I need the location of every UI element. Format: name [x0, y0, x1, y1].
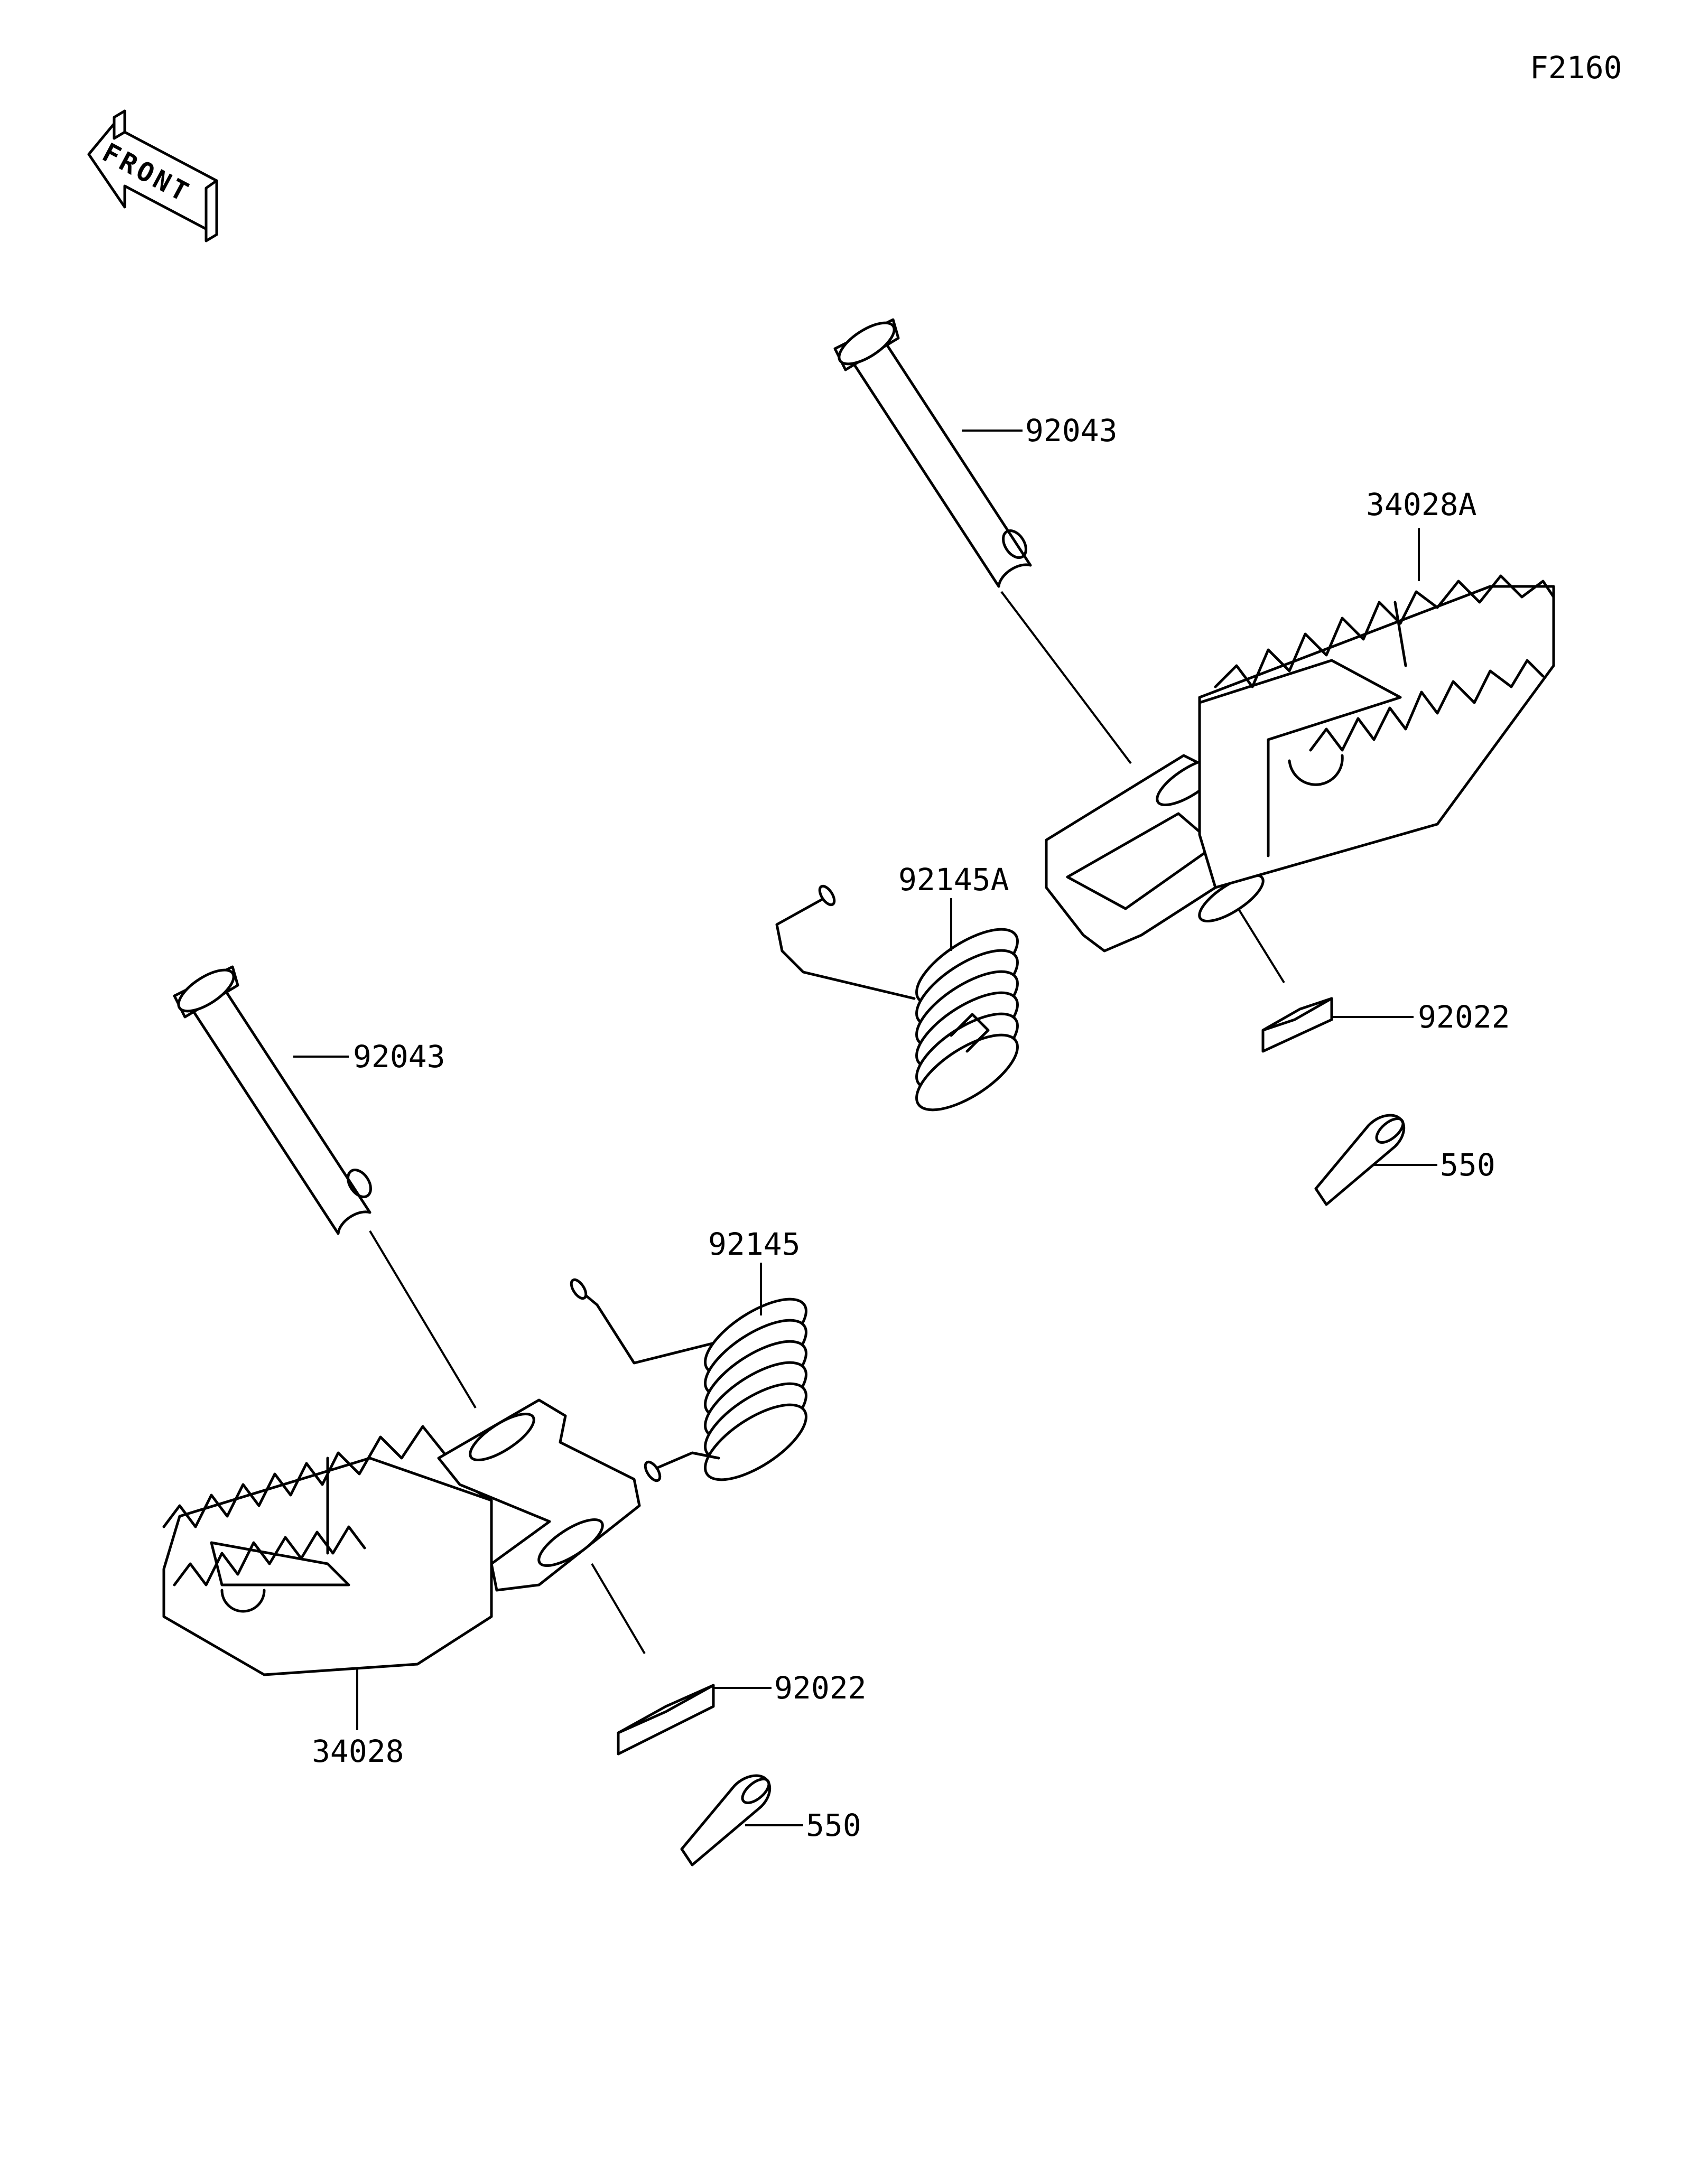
- washer-92022-left: [617, 1684, 715, 1756]
- callout-r-step: 34028A: [1366, 487, 1477, 581]
- callout-r-cotter: 550: [1374, 1147, 1495, 1183]
- label-l-spring: 92145: [708, 1226, 801, 1262]
- label-r-step: 34028A: [1366, 487, 1477, 522]
- spring-92145A: [775, 884, 1019, 1112]
- label-l-washer: 92022: [774, 1670, 867, 1706]
- axis-line-left-lower: [591, 1563, 646, 1655]
- callout-r-pin: 92043: [962, 413, 1118, 449]
- callout-l-cotter: 550: [745, 1807, 861, 1843]
- spring-92145: [570, 1278, 807, 1482]
- pin-axis-line-right: [1000, 591, 1132, 764]
- callout-r-washer: 92022: [1332, 999, 1510, 1035]
- washer-92022-right: [1261, 997, 1333, 1053]
- label-r-pin: 92043: [1025, 413, 1118, 449]
- callout-r-spring: 92145A: [898, 862, 1009, 951]
- callout-l-step: 34028: [312, 1669, 404, 1769]
- cotter-pin-550-right: [1314, 1114, 1406, 1206]
- pin-92043-left: [173, 965, 372, 1235]
- front-arrow-icon: FRONT: [87, 109, 218, 242]
- label-r-spring: 92145A: [898, 862, 1009, 898]
- callout-l-spring: 92145: [708, 1226, 801, 1315]
- pin-axis-line-left: [369, 1230, 477, 1409]
- footpeg-34028A: [1045, 574, 1555, 953]
- pin-92043-right: [833, 318, 1032, 588]
- cotter-pin-550-left: [680, 1774, 772, 1866]
- label-l-pin: 92043: [353, 1039, 445, 1075]
- figure-code: F2160: [1530, 50, 1622, 86]
- label-r-cotter: 550: [1440, 1147, 1495, 1183]
- footpeg-34028: [162, 1398, 641, 1676]
- callout-l-pin: 92043: [293, 1039, 445, 1075]
- label-l-cotter: 550: [806, 1807, 861, 1843]
- callout-l-washer: 92022: [713, 1670, 867, 1706]
- label-l-step: 34028: [312, 1733, 404, 1769]
- label-r-washer: 92022: [1418, 999, 1510, 1035]
